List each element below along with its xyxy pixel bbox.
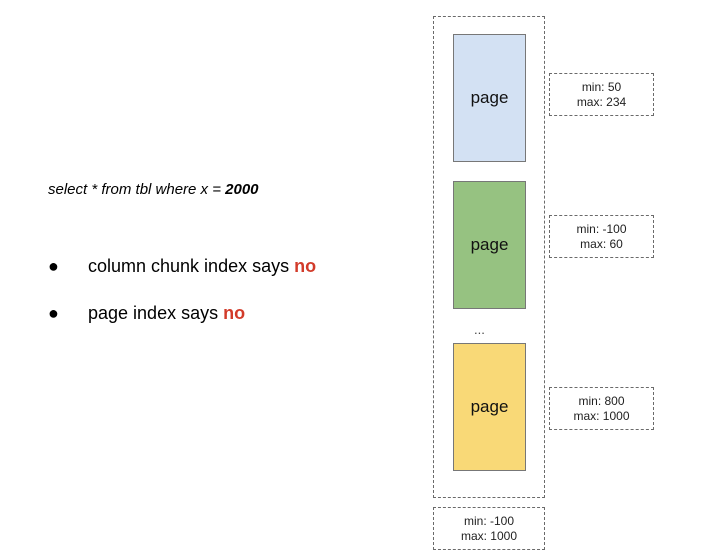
bullet-label: column chunk index says [88, 256, 295, 276]
page-box-1: page [453, 34, 526, 162]
page-stats-2: min: -100 max: 60 [549, 215, 654, 258]
bullet-verdict: no [294, 256, 317, 276]
bullet-verdict: no [223, 303, 246, 323]
query-text: select * from tbl where x = 2000 [48, 181, 259, 198]
page-stats-3: min: 800 max: 1000 [549, 387, 654, 430]
stats-max: max: 234 [576, 94, 627, 109]
stats-max: max: 1000 [460, 528, 518, 543]
bullet-label: page index says [88, 303, 224, 323]
bullet-text: column chunk index says no [88, 256, 316, 277]
bullet-text: page index says no [88, 303, 245, 324]
page-label: page [470, 88, 509, 107]
page-label: page [470, 397, 509, 416]
stats-min: min: -100 [576, 221, 627, 236]
stats-max: max: 60 [580, 236, 623, 251]
bullet-dot: ● [48, 256, 59, 276]
page-box-3: page [453, 343, 526, 471]
stats-min: min: 800 [578, 393, 625, 408]
page-label: page [470, 235, 509, 254]
query-prefix: select * from tbl where x = [48, 181, 226, 198]
stats-max: max: 1000 [573, 408, 630, 423]
stats-min: min: -100 [463, 513, 515, 528]
column-chunk-stats: min: -100 max: 1000 [433, 507, 545, 550]
page-stats-1: min: 50 max: 234 [549, 73, 654, 116]
column-chunk-box [433, 16, 545, 498]
bullet-dot: ● [48, 303, 59, 323]
stats-min: min: 50 [581, 79, 622, 94]
query-value: 2000 [225, 181, 259, 198]
page-box-2: page [453, 181, 526, 309]
ellipsis: ... [474, 322, 485, 337]
